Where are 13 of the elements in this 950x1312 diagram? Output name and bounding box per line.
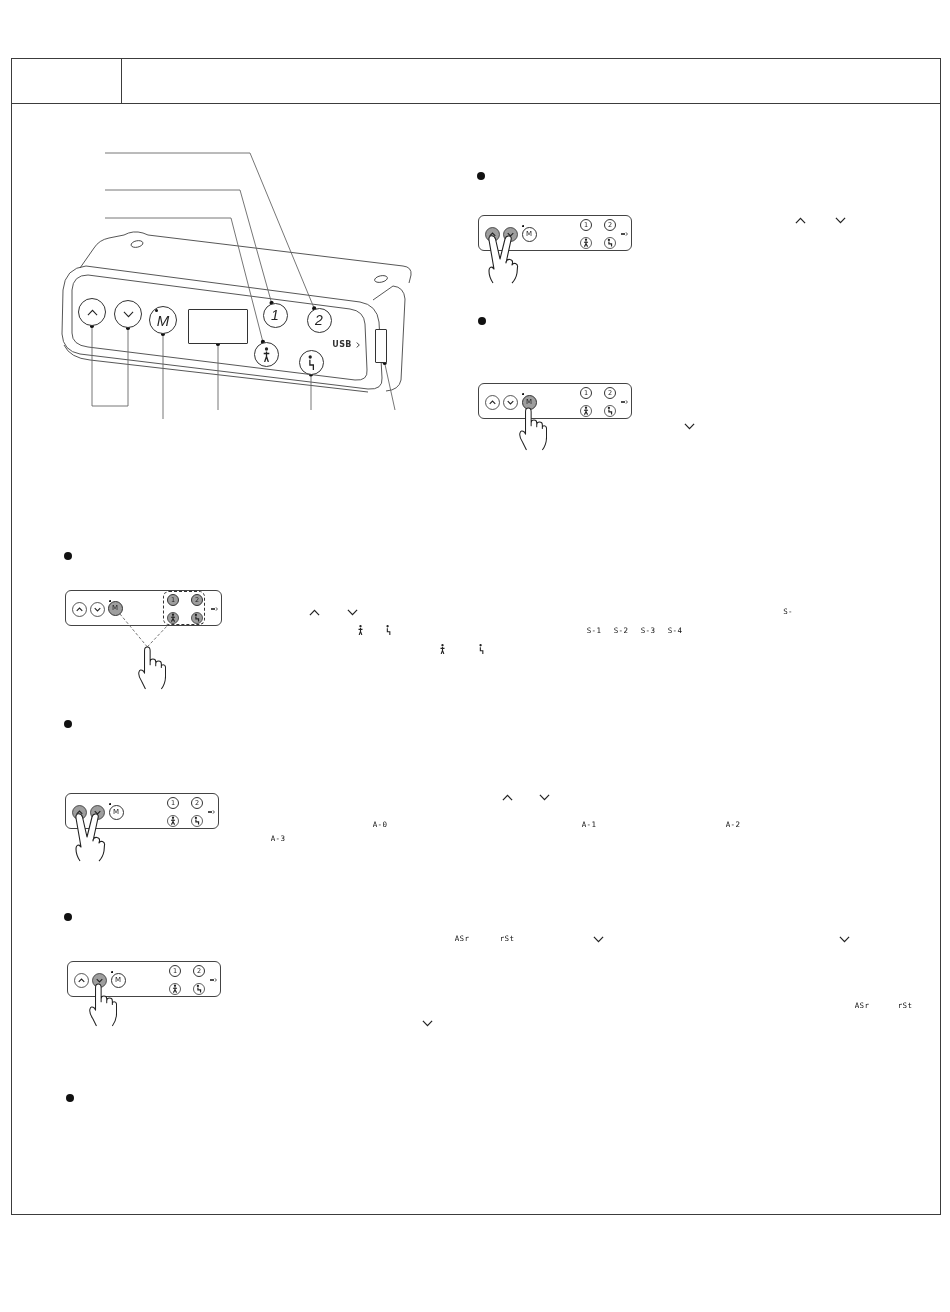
guide-line <box>146 624 169 648</box>
display-window <box>188 309 248 344</box>
down-button <box>114 300 142 328</box>
port-marking: USB <box>332 341 352 349</box>
memory-button: M <box>149 306 177 334</box>
hand-icon <box>138 646 166 690</box>
standing-preset-button <box>253 341 279 367</box>
usb-port <box>375 329 387 363</box>
sitting-preset-button <box>298 349 324 375</box>
up-button <box>78 298 106 326</box>
preset-button: 1 <box>262 302 288 328</box>
preset-button: 2 <box>306 307 332 333</box>
guide-line <box>119 613 148 648</box>
